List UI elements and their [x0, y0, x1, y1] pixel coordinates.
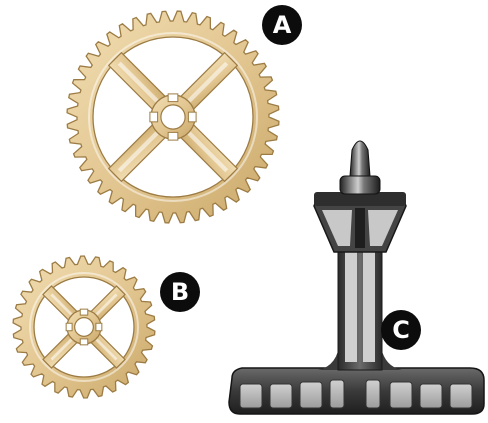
- label-a-badge: A: [262, 5, 302, 45]
- hub-notch: [96, 323, 102, 330]
- hub-notch: [150, 112, 158, 122]
- spoke-groove: [118, 131, 159, 172]
- spoke-groove: [118, 62, 159, 103]
- pin-stand: [229, 141, 484, 414]
- hub-notch: [80, 339, 87, 345]
- spoke-groove: [187, 62, 228, 103]
- gear-axle-hole: [75, 318, 94, 337]
- hub-notch: [66, 323, 72, 330]
- small-gear: [13, 256, 155, 398]
- large-gear: [67, 11, 279, 223]
- spoke-groove: [187, 131, 228, 172]
- hub-notch: [168, 132, 178, 140]
- gear-axle-hole: [161, 105, 185, 129]
- label-b-badge: B: [160, 272, 200, 312]
- label-c-badge: C: [381, 310, 421, 350]
- hub-notch: [188, 112, 196, 122]
- hub-notch: [80, 309, 87, 315]
- hub-notch: [168, 94, 178, 102]
